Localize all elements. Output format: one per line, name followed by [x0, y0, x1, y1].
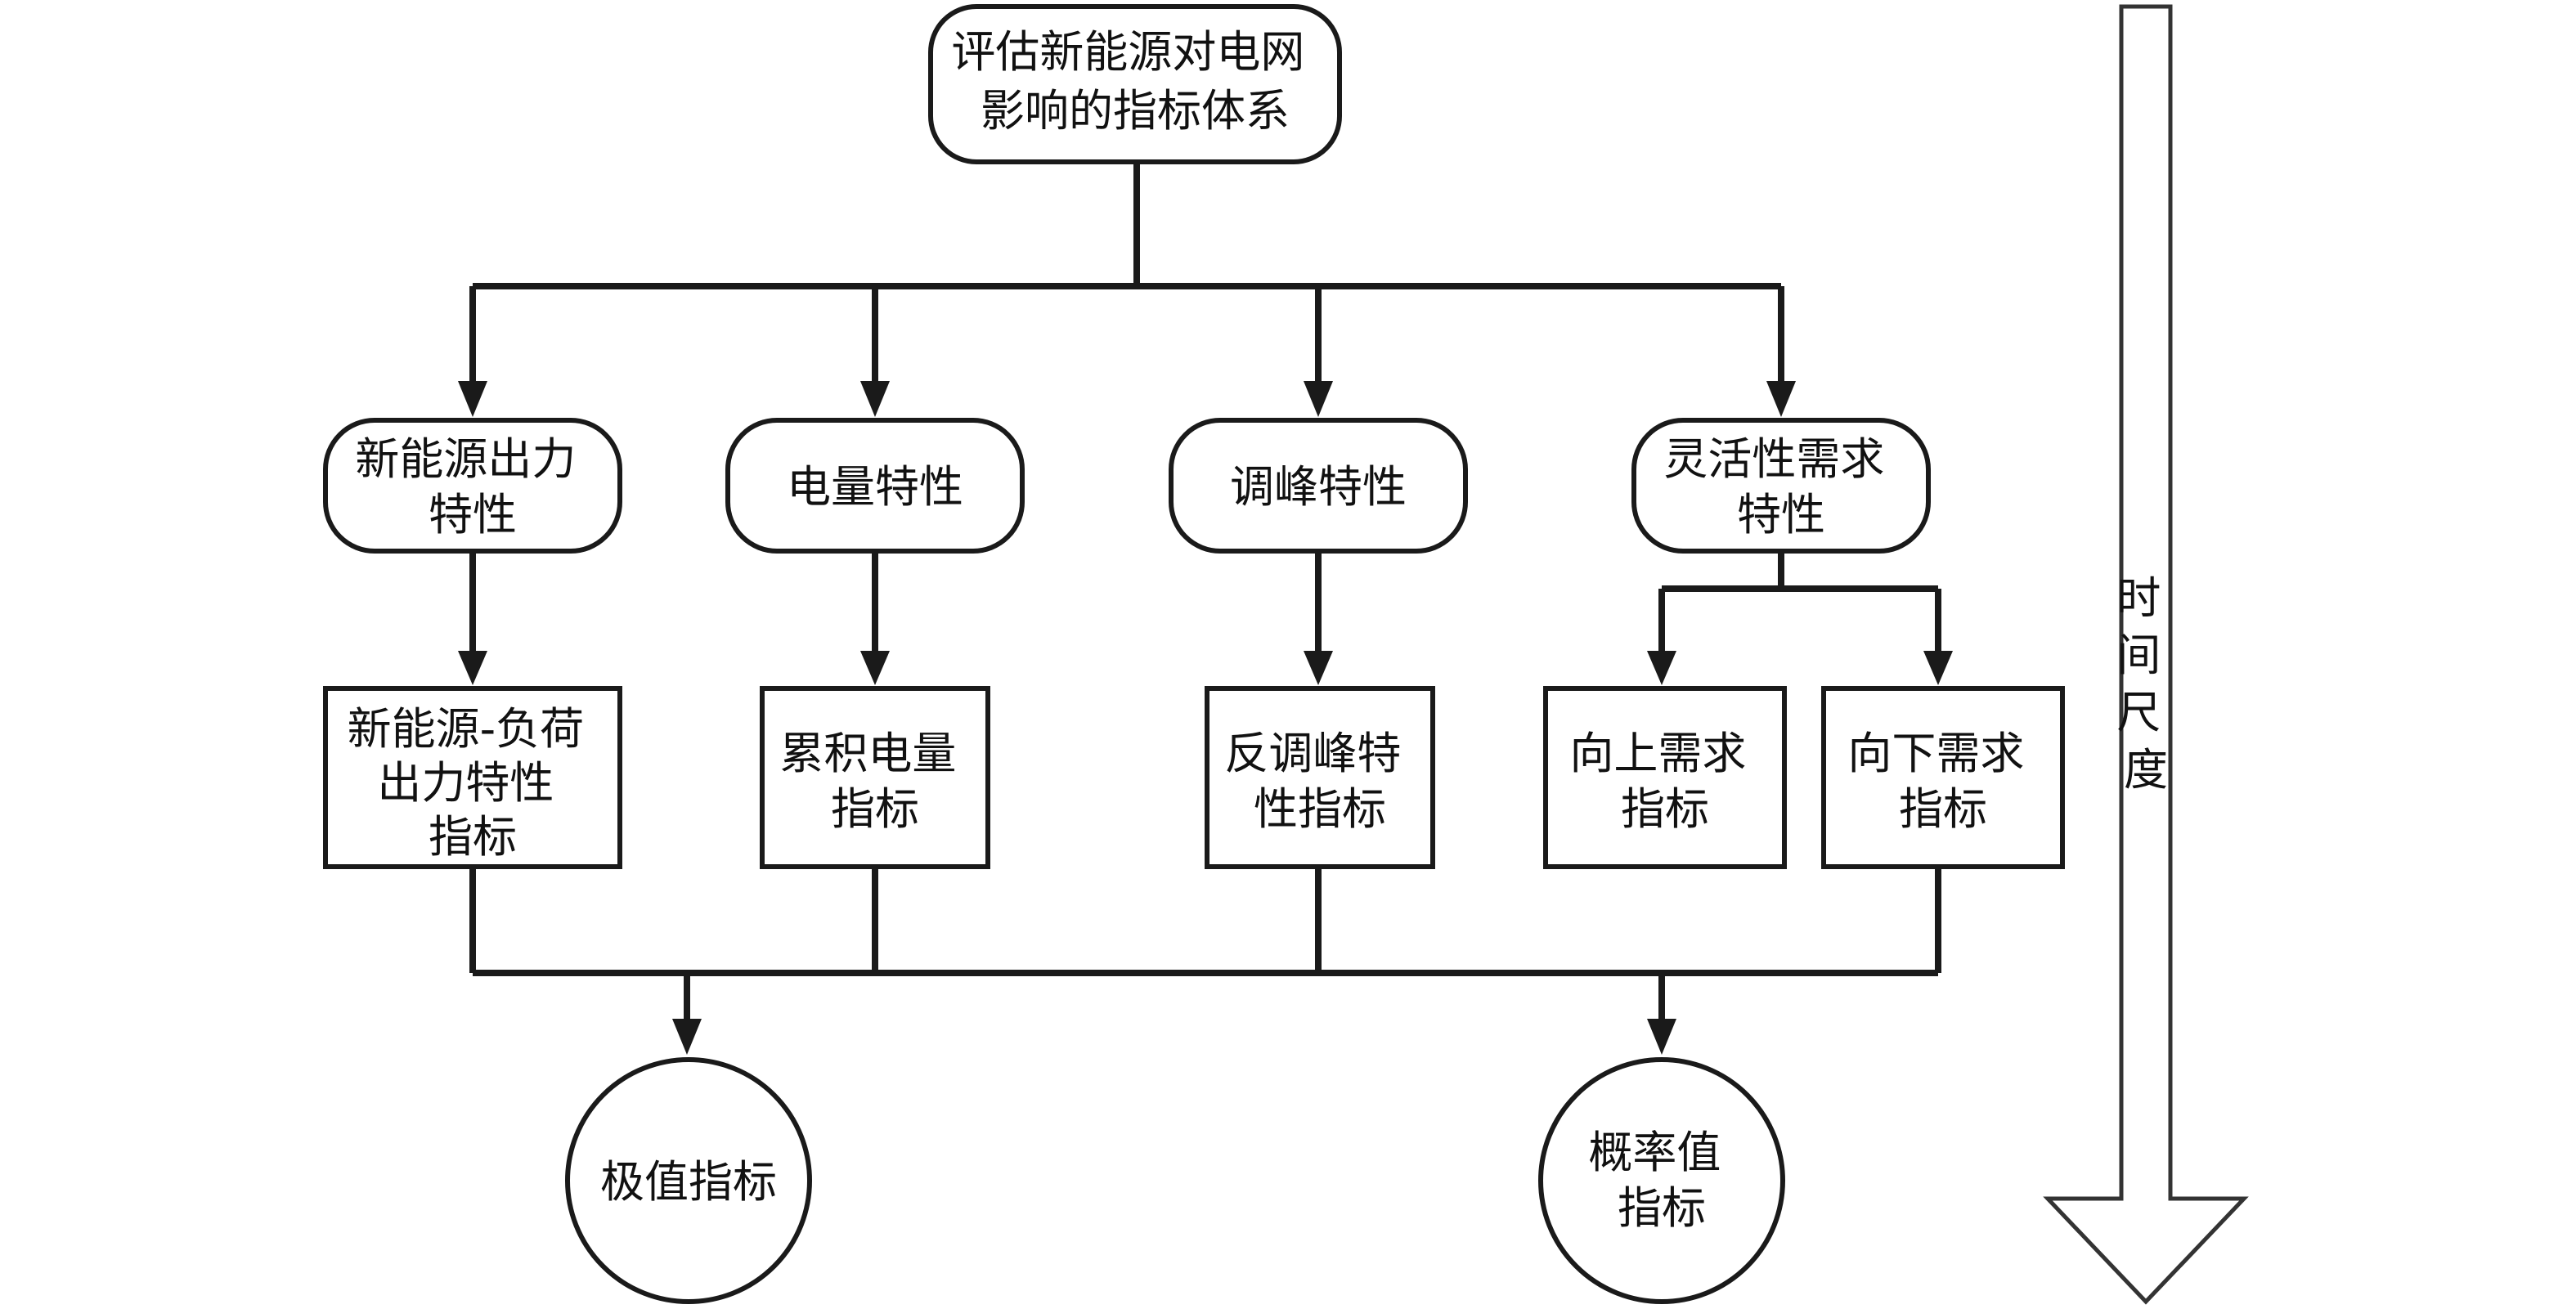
indicator-cumulative-line-2: 指标	[831, 783, 919, 835]
root-line-1: 评估新能源对电网	[951, 26, 1304, 78]
node-indicator-upward: 向上需求 指标	[1543, 686, 1787, 869]
svg-text:极值指标: 极值指标	[600, 1156, 777, 1208]
svg-text:新能源-负荷 出力特性 指标: 新能源-负荷 出力特性 指标	[348, 703, 599, 863]
result-extreme-line-1: 极值指标	[600, 1156, 777, 1208]
result-probability-line-1: 概率值	[1588, 1127, 1721, 1178]
node-indicator-downward: 向下需求 指标	[1821, 686, 2065, 869]
time-scale-label: 时 间 尺 度	[2116, 572, 2174, 796]
category-peak-line-1: 调峰特性	[1230, 461, 1407, 513]
node-category-output: 新能源出力 特性	[323, 418, 622, 554]
node-category-energy: 电量特性	[725, 418, 1025, 554]
indicator-load-output-line-3: 指标	[429, 811, 517, 863]
arrow-to-energy	[860, 381, 890, 417]
category-energy-line-1: 电量特性	[787, 461, 963, 513]
svg-text:向上需求 指标: 向上需求 指标	[1569, 728, 1760, 835]
arrow-to-anti-peak	[1304, 651, 1333, 685]
indicator-anti-peak-line-1: 反调峰特	[1224, 728, 1401, 779]
indicator-downward-line-1: 向下需求	[1847, 728, 2024, 779]
node-category-flex: 灵活性需求 特性	[1631, 418, 1931, 554]
root-text: 评估新能源对电网 影响的指标体系	[951, 26, 1318, 137]
time-scale-arrow: 时 间 尺 度	[2043, 4, 2249, 1305]
arrow-to-upward	[1647, 651, 1676, 685]
node-indicator-load-output: 新能源-负荷 出力特性 指标	[323, 686, 622, 869]
arrow-to-flex	[1766, 381, 1796, 417]
svg-text:向下需求 指标: 向下需求 指标	[1847, 728, 2038, 835]
indicator-upward-line-1: 向上需求	[1569, 728, 1746, 779]
indicator-load-output-line-2: 出力特性	[377, 757, 554, 809]
indicator-downward-line-2: 指标	[1899, 783, 1987, 835]
connectors	[458, 164, 1953, 1055]
category-flex-line-1: 灵活性需求	[1663, 433, 1884, 485]
svg-text:调峰特性: 调峰特性	[1230, 461, 1407, 513]
time-scale-char-2: 间	[2116, 630, 2161, 681]
root-line-2: 影响的指标体系	[981, 85, 1290, 137]
svg-text:灵活性需求 特性: 灵活性需求 特性	[1663, 433, 1898, 540]
time-scale-char-4: 度	[2124, 744, 2168, 796]
arrow-to-probability	[1647, 1019, 1676, 1055]
node-indicator-anti-peak: 反调峰特 性指标	[1205, 686, 1435, 869]
svg-text:反调峰特 性指标: 反调峰特 性指标	[1224, 728, 1415, 835]
arrow-to-extreme	[672, 1019, 702, 1055]
svg-text:概率值 指标: 概率值 指标	[1588, 1127, 1735, 1234]
time-scale-arrow-shape	[2043, 4, 2249, 1305]
category-output-line-1: 新能源出力	[355, 433, 576, 485]
arrow-to-output	[458, 381, 487, 417]
time-scale-char-3: 尺	[2116, 687, 2161, 738]
indicator-cumulative-line-1: 累积电量	[779, 728, 956, 779]
indicator-anti-peak-line-2: 性指标	[1254, 783, 1386, 835]
node-root: 评估新能源对电网 影响的指标体系	[928, 4, 1342, 164]
category-flex-line-2: 特性	[1737, 489, 1825, 540]
node-category-peak: 调峰特性	[1169, 418, 1468, 554]
arrow-to-cumulative	[860, 651, 890, 685]
node-indicator-cumulative: 累积电量 指标	[760, 686, 990, 869]
node-result-extreme: 极值指标	[565, 1057, 812, 1304]
result-probability-line-2: 指标	[1618, 1182, 1706, 1234]
svg-text:新能源出力 特性: 新能源出力 特性	[355, 433, 590, 540]
svg-text:累积电量 指标: 累积电量 指标	[779, 728, 970, 835]
svg-text:电量特性: 电量特性	[787, 461, 963, 513]
category-output-line-2: 特性	[429, 489, 517, 540]
arrow-to-downward	[1923, 651, 1953, 685]
arrow-to-peak	[1304, 381, 1333, 417]
time-scale-char-1: 时	[2116, 572, 2161, 624]
node-result-probability: 概率值 指标	[1538, 1057, 1785, 1304]
indicator-upward-line-2: 指标	[1621, 783, 1709, 835]
arrow-to-load-output	[458, 651, 487, 685]
indicator-load-output-line-1: 新能源-负荷	[348, 703, 585, 755]
